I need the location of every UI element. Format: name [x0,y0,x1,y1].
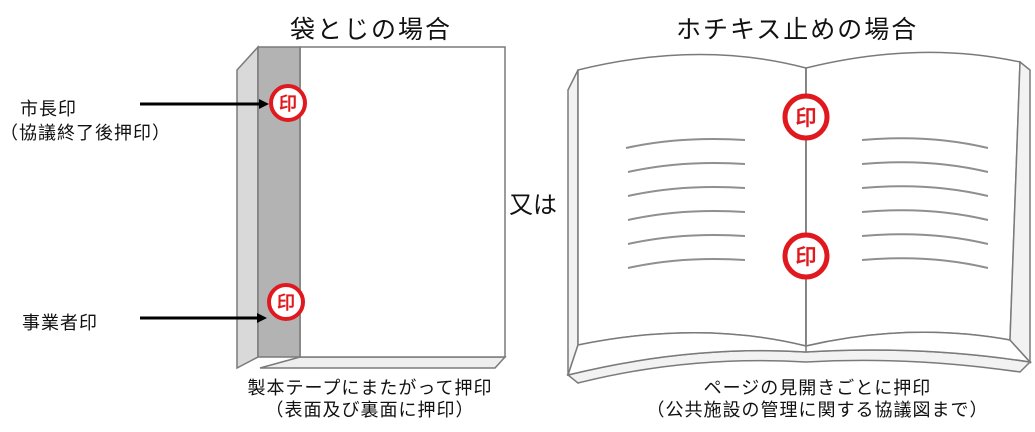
seal-glyph: 印 [279,94,297,115]
seal-stamp-spread-bottom: 印 [782,232,830,280]
title-hotchkiss: ホチキス止めの場合 [676,15,919,44]
bound-booklet [236,45,507,370]
book-left-page [577,53,807,347]
caption-right: ページの見開きごとに押印 （公共施設の管理に関する協議図まで） [600,378,1035,422]
text-line [861,233,989,245]
text-line [861,209,989,221]
connector-or: 又は [509,191,557,219]
book-right-page [805,51,1021,347]
text-line [625,138,746,149]
title-fukuro-toji: 袋とじの場合 [290,15,453,44]
label-mayor-seal-note: （協議終了後押印） [0,123,171,144]
book-left-cover-edge [567,69,579,376]
seal-stamp-spread-top: 印 [782,93,830,141]
booklet-spine [236,45,259,370]
text-line [627,258,746,269]
text-line [861,161,989,173]
caption-right-line2: （公共施設の管理に関する協議図まで） [646,400,989,421]
label-business-seal: 事業者印 [22,313,98,334]
text-line [627,186,746,197]
text-line [861,257,989,269]
seal-glyph: 印 [796,106,817,130]
caption-left-line1: 製本テープにまたがって押印 [247,378,493,399]
text-line [627,210,746,221]
seal-stamp-business: 印 [267,283,305,321]
caption-right-line1: ページの見開きごとに押印 [703,378,932,399]
label-mayor-seal: 市長印 [20,99,77,120]
text-line [627,234,746,245]
caption-left: 製本テープにまたがって押印 （表面及び裏面に押印） [205,378,535,422]
seal-stamp-mayor: 印 [269,84,307,122]
book-right-cover-edge [1009,60,1031,364]
open-book [566,51,1032,384]
caption-left-line2: （表面及び裏面に押印） [265,400,475,421]
seal-glyph: 印 [277,293,295,314]
book-text-lines [625,137,989,269]
text-line [627,162,746,173]
seal-glyph: 印 [796,245,817,269]
booklet-bottom-edge [259,356,507,369]
text-line [861,185,989,197]
text-line [861,137,989,149]
booklet-front-page [299,46,506,358]
